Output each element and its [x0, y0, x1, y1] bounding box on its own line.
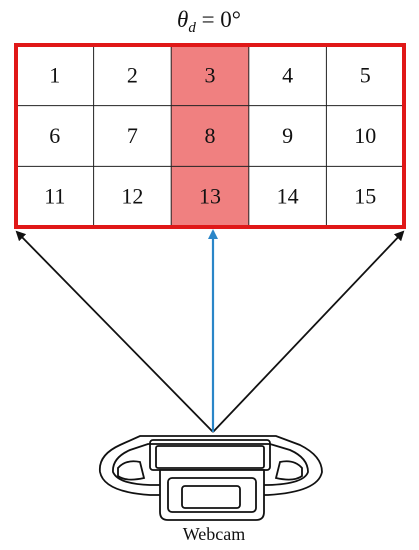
grid-cell-5: 5: [360, 62, 371, 87]
grid-cell-3: 3: [205, 62, 216, 87]
grid-cell-2: 2: [127, 62, 138, 87]
left-field-arrow: [15, 230, 214, 433]
title-theta: θ: [177, 7, 188, 32]
grid-cell-10: 10: [354, 123, 376, 148]
angle-title: θd = 0°: [177, 7, 241, 36]
grid-cell-11: 11: [44, 184, 65, 209]
highlighted-column: [171, 45, 249, 227]
grid-cell-12: 12: [121, 184, 143, 209]
grid-cell-6: 6: [49, 123, 60, 148]
right-field-arrow: [212, 230, 405, 433]
highlight-layer: [171, 45, 249, 227]
grid-cell-14: 14: [277, 184, 299, 209]
grid-cell-13: 13: [199, 184, 221, 209]
grid-cell-7: 7: [127, 123, 138, 148]
grid-cell-15: 15: [354, 184, 376, 209]
webcam-label: Webcam: [183, 524, 246, 544]
title-subscript: d: [188, 20, 196, 36]
title-equals: = 0°: [196, 7, 241, 32]
grid-cell-9: 9: [282, 123, 293, 148]
grid-border: [14, 43, 406, 229]
grid-lines: [16, 45, 404, 227]
webcam-icon: [98, 435, 323, 521]
grid-cell-4: 4: [282, 62, 293, 87]
grid-cell-8: 8: [205, 123, 216, 148]
grid-cell-1: 1: [49, 62, 60, 87]
